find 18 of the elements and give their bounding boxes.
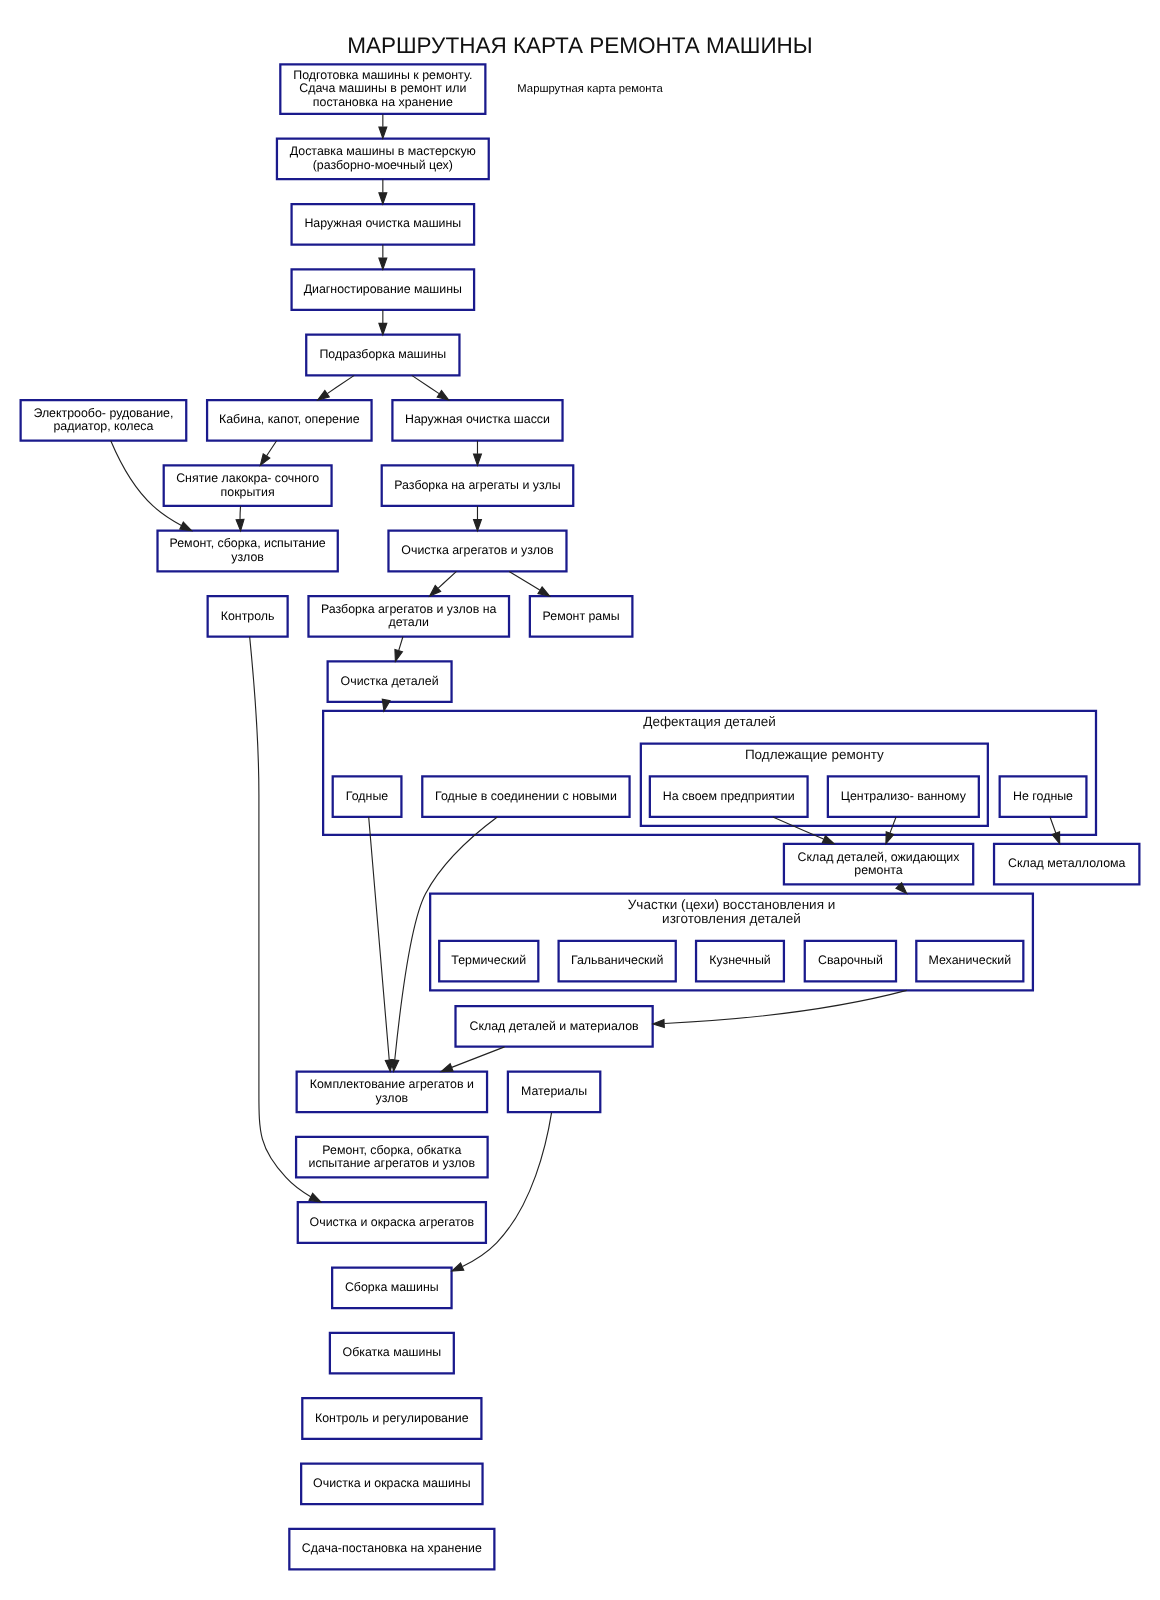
arrow bbox=[508, 570, 552, 597]
arrow bbox=[249, 636, 323, 1203]
diagram-title: МАРШРУТНАЯ КАРТА РЕМОНТА МАШИНЫ bbox=[347, 35, 813, 60]
arrow bbox=[1049, 816, 1061, 846]
arrow bbox=[411, 374, 451, 401]
arrow bbox=[450, 1112, 553, 1272]
arrow bbox=[772, 816, 836, 845]
arrow bbox=[439, 1046, 506, 1073]
arrow bbox=[235, 505, 245, 533]
arrow bbox=[316, 374, 355, 401]
arrow bbox=[428, 570, 458, 598]
arrow bbox=[110, 440, 194, 532]
arrow bbox=[885, 816, 897, 846]
arrow bbox=[895, 881, 908, 895]
arrow bbox=[651, 989, 908, 1029]
arrow bbox=[390, 816, 498, 1073]
arrow bbox=[394, 636, 404, 664]
arrow bbox=[259, 440, 278, 467]
